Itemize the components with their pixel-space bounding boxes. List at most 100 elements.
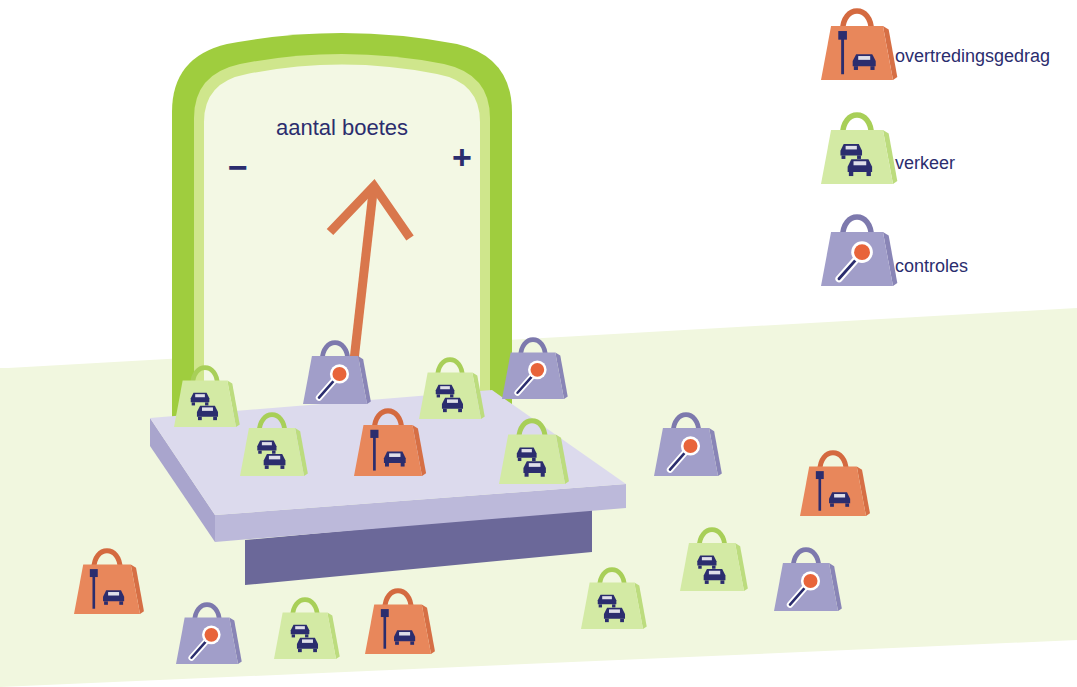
magnifier-lens (531, 363, 545, 377)
weight-side (227, 381, 239, 428)
sign-plate (838, 31, 847, 40)
weight-handle (385, 591, 411, 609)
weight-body (365, 605, 431, 655)
weight-body (419, 373, 481, 420)
car-wheel (265, 465, 269, 469)
weight-icon (821, 115, 897, 184)
car-window (302, 639, 313, 642)
car-wheel (842, 155, 846, 159)
weight-icon (303, 343, 371, 404)
car-wheel (410, 641, 414, 644)
weight-body (502, 353, 564, 400)
weight-body (581, 583, 643, 630)
legend-label: verkeer (895, 153, 955, 174)
legend-label: overtredingsgedrag (895, 46, 1050, 67)
magnifier-handle (670, 453, 685, 470)
magnifier-ring (681, 436, 700, 455)
car-wheel (698, 566, 701, 569)
weight-body (176, 618, 238, 665)
car-body (297, 638, 318, 649)
gauge-outline (172, 22, 512, 422)
car-body (394, 630, 415, 641)
weight-icon (354, 411, 426, 476)
magnifier-handle (839, 260, 856, 279)
needle-shaft (352, 192, 373, 378)
car-body (604, 608, 625, 619)
car-wheel (854, 66, 858, 70)
magnifier-handle (518, 377, 532, 393)
car-window (709, 571, 720, 575)
car-body (598, 595, 617, 605)
car-window (269, 456, 280, 460)
car-wheel (705, 580, 709, 584)
weight-icon (654, 415, 722, 476)
car-wheel (870, 66, 874, 70)
weight-side (857, 467, 870, 517)
weight-side (358, 356, 371, 404)
weight-side (829, 563, 842, 611)
platform-front (215, 484, 626, 542)
weight-icon (821, 11, 897, 80)
car-window (262, 442, 272, 445)
car-body (523, 461, 545, 473)
car-body (848, 159, 872, 172)
weight-icon (419, 360, 485, 419)
sign-pole (818, 476, 821, 510)
weight-icon (176, 605, 242, 664)
car-wheel (849, 172, 853, 176)
weight-handle (259, 415, 285, 433)
weight-side (295, 428, 308, 476)
magnifier-handle (518, 377, 532, 393)
platform-top (150, 390, 626, 515)
magnifier-lens (854, 244, 870, 260)
weight-body (654, 428, 718, 476)
sign-pole (383, 614, 386, 648)
weight-body (240, 428, 304, 476)
car-wheel (857, 155, 861, 159)
weight-icon (499, 421, 569, 484)
weight-handle (94, 551, 120, 569)
car-body (103, 590, 124, 601)
car-wheel (450, 394, 453, 397)
car-window (522, 449, 532, 452)
weight-handle (519, 421, 545, 439)
weight-handle (374, 411, 401, 430)
weight-body (354, 425, 422, 476)
car-wheel (104, 601, 108, 604)
weight-body (821, 232, 893, 286)
car-wheel (298, 649, 302, 652)
car-body (197, 406, 218, 417)
weight-handle (195, 605, 220, 622)
magnifier-lens (332, 367, 346, 381)
needle-head (330, 186, 410, 238)
weight-body (303, 356, 367, 404)
weight-icon (365, 591, 435, 654)
weight-handle (843, 11, 872, 31)
car-body (264, 454, 286, 465)
car-wheel (620, 619, 624, 622)
magnifier-handle (790, 588, 805, 605)
car-wheel (280, 465, 284, 469)
car-wheel (518, 458, 522, 461)
magnifier-lens (205, 628, 219, 642)
weight-side (229, 618, 241, 665)
car-body (697, 556, 716, 566)
weight-body (821, 26, 893, 80)
sign-plate (816, 471, 824, 479)
car-wheel (458, 409, 462, 412)
car-body (704, 569, 726, 580)
ground-band (0, 308, 1077, 687)
car-window (108, 592, 119, 595)
magnifier-ring (202, 626, 221, 645)
weight-side (709, 428, 722, 476)
car-window (858, 56, 870, 60)
weight-icon (240, 415, 308, 476)
car-wheel (612, 604, 615, 607)
weight-body (499, 435, 565, 485)
magnifier-handle (319, 381, 334, 398)
car-wheel (830, 503, 834, 506)
